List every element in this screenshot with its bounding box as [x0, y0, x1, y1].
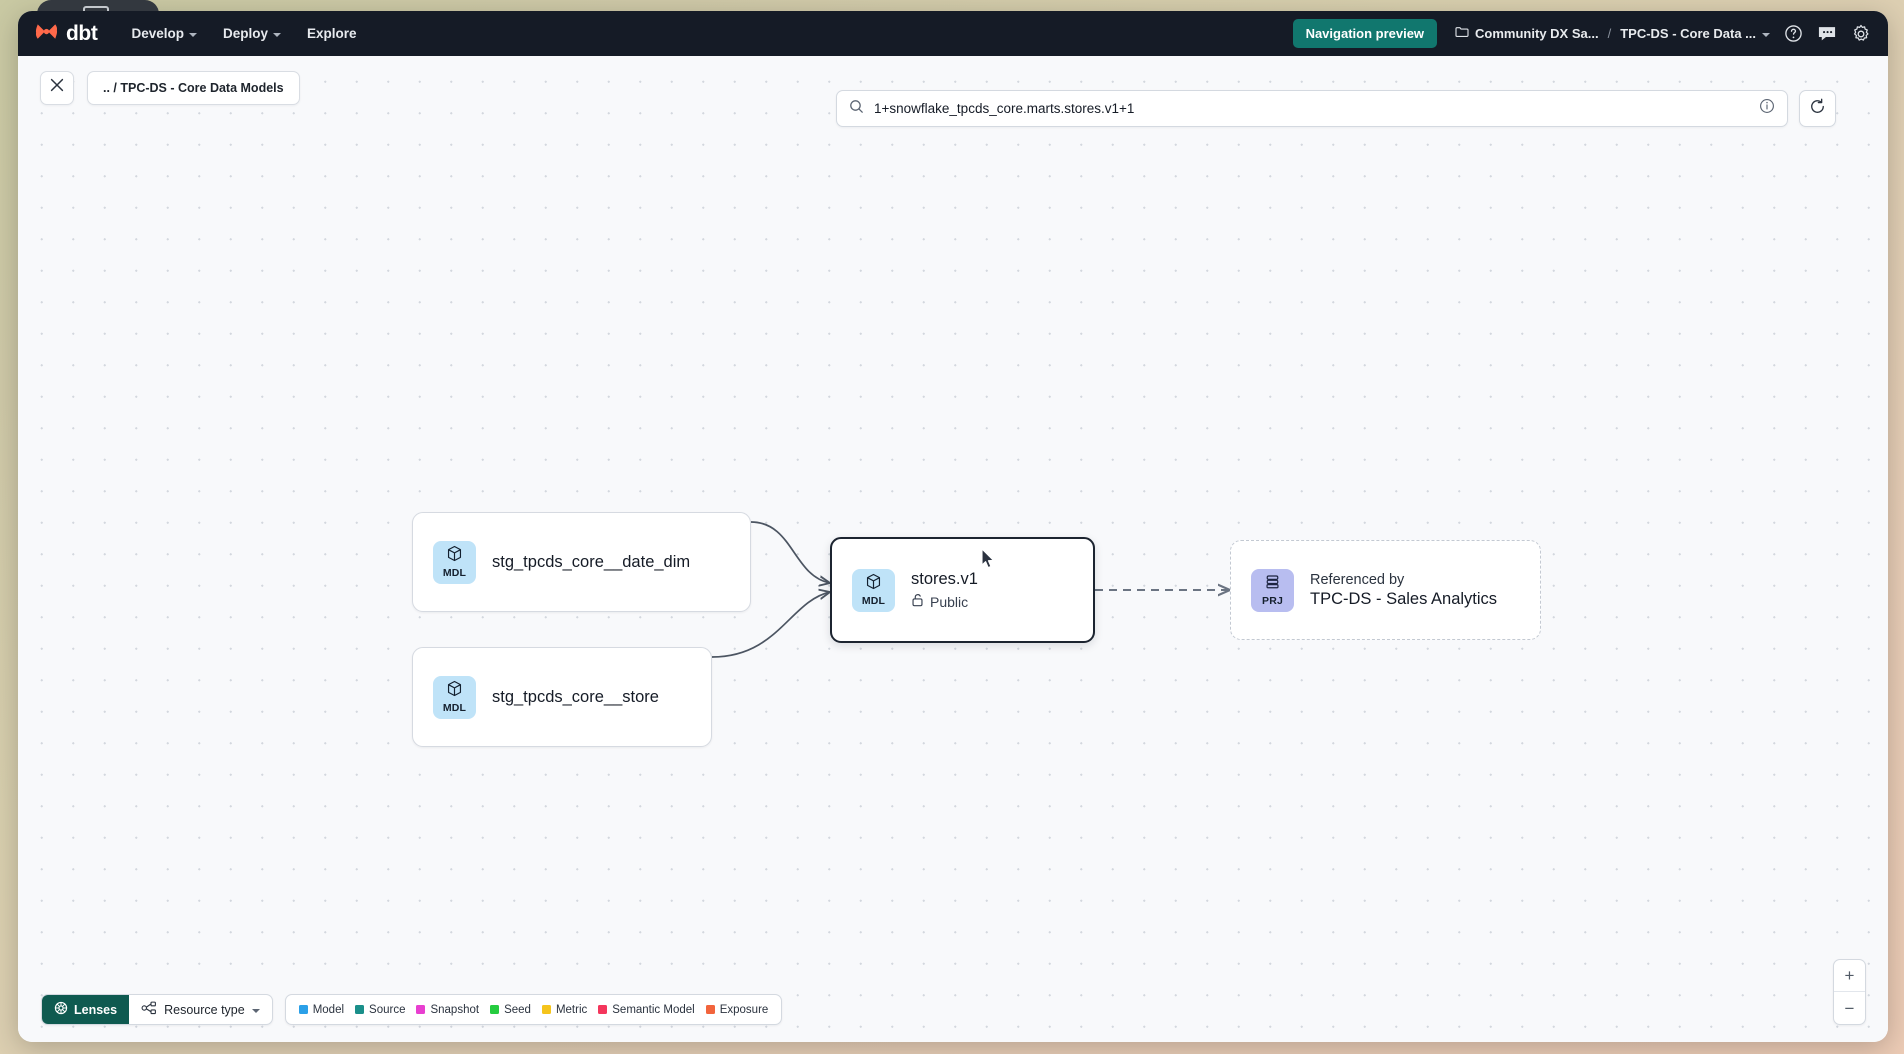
legend-label: Metric	[556, 1004, 587, 1016]
top-navigation-bar: dbt Develop Deploy Explore Navigation pr…	[18, 11, 1888, 56]
legend-item-semantic-model: Semantic Model	[598, 1004, 694, 1016]
dbt-logo-text: dbt	[66, 22, 97, 46]
resource-type-legend: Model Source Snapshot Seed	[285, 994, 783, 1025]
dbt-logo[interactable]: dbt	[34, 21, 97, 46]
bottom-toolbar: Lenses Resource type	[41, 994, 782, 1025]
legend-item-snapshot: Snapshot	[416, 1004, 479, 1016]
navigation-preview-button[interactable]: Navigation preview	[1293, 19, 1437, 48]
refresh-button[interactable]	[1799, 90, 1836, 127]
node-label: TPC-DS - Sales Analytics	[1310, 590, 1497, 609]
breadcrumb-account[interactable]: Community DX Sa...	[1455, 26, 1599, 41]
node-label: stg_tpcds_core__store	[492, 688, 659, 707]
nav-item-explore[interactable]: Explore	[307, 26, 357, 41]
search-area	[836, 90, 1836, 127]
legend-label: Seed	[504, 1004, 531, 1016]
legend-item-model: Model	[299, 1004, 344, 1016]
chevron-down-icon	[273, 33, 281, 37]
legend-label: Semantic Model	[612, 1004, 694, 1016]
dbt-logo-icon	[34, 21, 59, 46]
node-label: stores.v1	[911, 570, 978, 589]
nav-item-deploy-label: Deploy	[223, 26, 268, 41]
lineage-graph-canvas[interactable]: MDL stg_tpcds_core__date_dim MDL stg_tpc…	[18, 56, 1888, 1042]
legend-swatch	[490, 1005, 499, 1014]
node-badge-project: PRJ	[1251, 569, 1294, 612]
gear-icon[interactable]	[1851, 24, 1871, 44]
node-text-block: stores.v1 Public	[911, 570, 978, 610]
legend-item-source: Source	[355, 1004, 405, 1016]
nav-item-deploy[interactable]: Deploy	[223, 26, 281, 41]
node-kicker: Referenced by	[1310, 572, 1497, 588]
refresh-icon	[1809, 98, 1826, 120]
layers-icon	[1264, 574, 1281, 595]
node-access: Public	[911, 593, 978, 610]
legend-label: Exposure	[720, 1004, 769, 1016]
node-badge-label: MDL	[862, 596, 885, 607]
cube-icon	[446, 545, 463, 567]
node-badge-model: MDL	[433, 541, 476, 584]
folder-icon	[1455, 26, 1469, 41]
node-badge-model: MDL	[852, 569, 895, 612]
legend-label: Snapshot	[430, 1004, 479, 1016]
cube-icon	[446, 680, 463, 702]
nodes-icon	[141, 1001, 157, 1018]
breadcrumb-account-label: Community DX Sa...	[1475, 26, 1599, 41]
zoom-in-button[interactable]: +	[1834, 960, 1865, 992]
nav-item-develop[interactable]: Develop	[131, 26, 197, 41]
breadcrumb-separator: /	[1608, 26, 1612, 41]
node-badge-label: PRJ	[1262, 596, 1283, 607]
node-label: stg_tpcds_core__date_dim	[492, 553, 690, 572]
lens-icon	[54, 1001, 68, 1018]
legend-label: Source	[369, 1004, 405, 1016]
legend-item-metric: Metric	[542, 1004, 587, 1016]
node-badge-label: MDL	[443, 703, 466, 714]
legend-swatch	[542, 1005, 551, 1014]
zoom-out-button[interactable]: −	[1834, 992, 1865, 1024]
legend-swatch	[706, 1005, 715, 1014]
legend-swatch	[416, 1005, 425, 1014]
chevron-down-icon	[252, 1009, 260, 1013]
info-circle-icon[interactable]	[1759, 98, 1775, 119]
lenses-button-label: Lenses	[74, 1003, 117, 1017]
graph-node-stg-store[interactable]: MDL stg_tpcds_core__store	[412, 647, 712, 747]
dbt-explore-window: dbt Develop Deploy Explore Navigation pr…	[18, 11, 1888, 1042]
search-input[interactable]	[874, 101, 1759, 116]
lenses-button[interactable]: Lenses	[42, 995, 129, 1024]
breadcrumb-pill[interactable]: .. / TPC-DS - Core Data Models	[87, 71, 300, 105]
nav-item-explore-label: Explore	[307, 26, 357, 41]
help-icon[interactable]	[1784, 24, 1803, 43]
unlock-icon	[911, 593, 924, 610]
legend-swatch	[299, 1005, 308, 1014]
resource-type-label: Resource type	[164, 1003, 245, 1017]
node-badge-model: MDL	[433, 676, 476, 719]
nav-item-develop-label: Develop	[131, 26, 184, 41]
search-box[interactable]	[836, 90, 1788, 127]
node-access-label: Public	[930, 594, 968, 610]
breadcrumb-project[interactable]: TPC-DS - Core Data ...	[1620, 26, 1770, 41]
close-icon	[50, 78, 64, 97]
legend-item-exposure: Exposure	[706, 1004, 769, 1016]
chat-bubble-icon[interactable]	[1817, 24, 1837, 43]
cube-icon	[865, 573, 882, 595]
close-button[interactable]	[40, 71, 74, 105]
legend-item-seed: Seed	[490, 1004, 531, 1016]
search-icon	[849, 99, 864, 119]
node-badge-label: MDL	[443, 568, 466, 579]
breadcrumb-project-label: TPC-DS - Core Data ...	[1620, 26, 1756, 41]
lens-button-group: Lenses Resource type	[41, 994, 273, 1025]
graph-node-stg-date-dim[interactable]: MDL stg_tpcds_core__date_dim	[412, 512, 751, 612]
legend-label: Model	[313, 1004, 344, 1016]
legend-swatch	[355, 1005, 364, 1014]
chevron-down-icon	[1762, 33, 1770, 37]
graph-node-referenced-by-project[interactable]: PRJ Referenced by TPC-DS - Sales Analyti…	[1230, 540, 1541, 640]
chevron-down-icon	[189, 33, 197, 37]
resource-type-dropdown[interactable]: Resource type	[129, 995, 272, 1024]
account-project-breadcrumb: Community DX Sa... / TPC-DS - Core Data …	[1455, 26, 1770, 41]
node-text-block: Referenced by TPC-DS - Sales Analytics	[1310, 572, 1497, 609]
legend-swatch	[598, 1005, 607, 1014]
graph-node-stores-v1[interactable]: MDL stores.v1 Public	[830, 537, 1095, 643]
zoom-controls: + −	[1833, 959, 1866, 1025]
